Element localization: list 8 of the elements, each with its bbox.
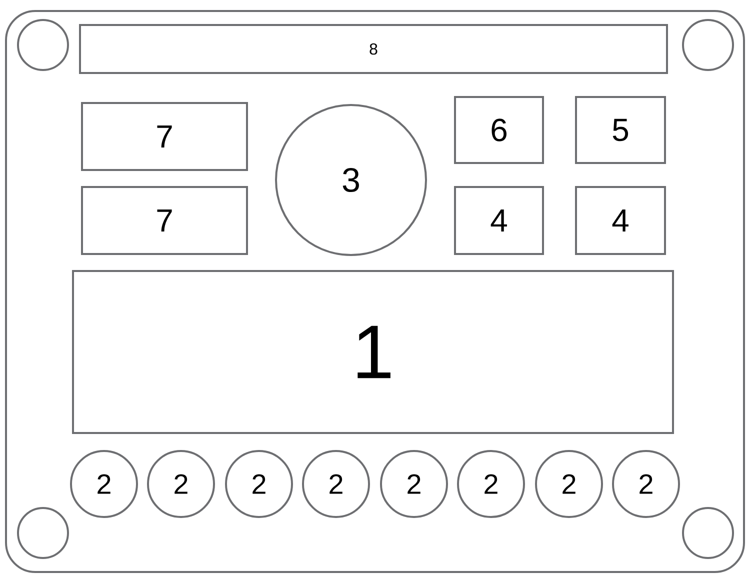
component-box: 7 bbox=[81, 186, 248, 255]
component-box: 5 bbox=[575, 96, 666, 164]
component-box: 8 bbox=[79, 24, 668, 74]
component-box: 4 bbox=[575, 186, 666, 255]
component-box: 6 bbox=[454, 96, 544, 164]
component-box: 4 bbox=[454, 186, 544, 255]
component-box: 1 bbox=[72, 270, 674, 434]
component-box: 7 bbox=[81, 102, 248, 171]
